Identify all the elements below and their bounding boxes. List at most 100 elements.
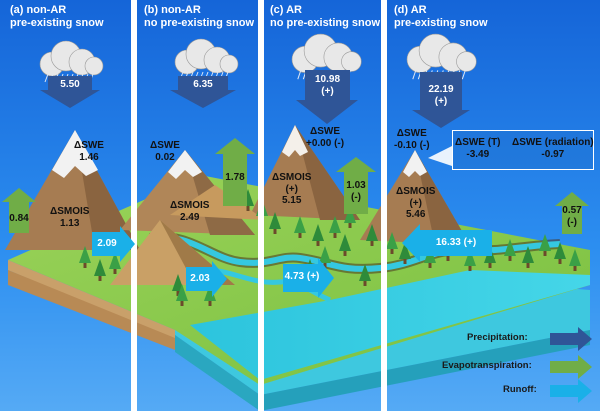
tree [344,206,356,228]
runoff-value-c: 4.73 (+) [284,271,320,282]
et-value-a: 0.84 [9,213,29,224]
panel-a-subtitle: pre-existing snow [10,16,104,29]
et-value-b: 1.78 [225,172,245,183]
swe-b: ΔSWE 0.02 [150,140,180,163]
swe-c: ΔSWE +0.00 (-) [306,126,344,149]
runoff-arrow-b [186,261,227,297]
smois-d-value: 5.46 [405,209,426,220]
smois-c-sign: (+) [285,183,298,195]
tree [399,242,411,264]
panel-c-label: (c) AR [270,4,302,16]
callout-t-value: -3.49 [466,148,490,160]
smois-b: ΔSMOIS 2.49 [170,200,209,223]
smois-b-label: ΔSMOIS [170,200,210,211]
mountain-a [5,130,140,250]
separator-2 [258,0,264,411]
runoff-value-a: 2.09 [97,238,117,249]
smois-d: ΔSMOIS (+) 5.46 [396,186,435,221]
et-arrow-c [336,157,376,214]
panel-d-title: (d) AR pre-existing snow [394,4,488,29]
slab-water-edge [260,330,590,411]
precip-value-c-number: 10.98 [314,74,341,85]
panel-a-title: (a) non-AR pre-existing snow [10,4,104,29]
rain-cloud [291,33,362,80]
precip-value-c-sign: (+) [321,85,334,97]
precip-value-a: 5.50 [60,79,80,90]
tree [569,249,581,271]
et-arrow-d [555,192,589,234]
lake [190,270,590,380]
tree [79,246,91,268]
tree [109,252,121,274]
legend-runoff-label: Runoff: [503,384,537,395]
callout-t: ΔSWE (T) -3.49 [455,137,501,160]
precip-arrow-c [296,70,358,124]
et-arrow-a [2,188,36,233]
et-value-d-sign: (-) [567,216,577,228]
precip-arrow-a [40,76,100,108]
precip-value-d-number: 22.19 [428,84,454,95]
panel-d-label: (d) AR [394,4,427,16]
panel-a-label: (a) non-AR [10,4,67,16]
rain-cloud [39,40,104,83]
swe-a: ΔSWE 1.46 [74,140,104,163]
legend-precip-label: Precipitation: [467,332,528,343]
swe-callout-box [452,130,594,170]
smois-c-label: ΔSMOIS [272,172,312,183]
legend-precip-arrow [550,327,592,351]
precip-value-c: 10.98 (+) [305,74,350,97]
swe-d-value: -0.10 (-) [394,139,430,151]
panel-d-subtitle: pre-existing snow [394,16,488,29]
precip-value-d-sign: (+) [434,95,448,107]
swe-c-value: +0.00 (-) [306,137,345,149]
callout-pointer [428,146,452,166]
panel-b-label: (b) non-AR [144,4,201,16]
legend-runoff-arrow [550,379,592,403]
et-value-c-number: 1.03 [346,180,366,191]
tree [94,259,106,281]
panel-b-subtitle: no pre-existing snow [144,16,255,29]
swe-c-label: ΔSWE [310,126,341,137]
clouds [39,33,477,83]
et-value-d: 0.57 (-) [562,205,582,228]
tree [522,246,534,268]
callout-rad-value: -0.97 [541,148,565,160]
et-value-d-number: 0.57 [562,205,582,216]
slab-water-side [175,335,260,411]
tree [294,216,306,238]
callout-t-label: ΔSWE (T) [455,137,501,148]
et-value-c-sign: (-) [351,191,361,203]
swe-a-value: 1.46 [79,151,99,163]
runoff-arrow-c [283,258,334,298]
tree [464,249,476,271]
precip-value-d: 22.19 (+) [420,84,462,107]
runoff-value-b: 2.03 [190,273,210,284]
runoff-value-d: 16.33 (+) [435,237,477,248]
callout-rad-label: ΔSWE (radiation) [512,137,594,148]
smois-b-value: 2.49 [179,211,200,223]
runoff-arrow-a [92,226,135,262]
tree [339,234,351,256]
smois-d-sign: (+) [409,197,422,209]
swe-b-value: 0.02 [155,151,175,163]
et-value-c: 1.03 (-) [344,180,368,203]
smois-d-label: ΔSMOIS [396,186,436,197]
smois-a-label: ΔSMOIS [50,206,90,217]
legend-et-arrow [550,355,592,379]
tree [204,284,216,306]
tree [504,239,516,261]
legend-et-label: Evapotranspiration: [442,360,532,371]
panel-c-subtitle: no pre-existing snow [270,16,381,29]
mountain-d [360,150,470,245]
tree [312,224,324,246]
precip-arrow-b [170,76,236,108]
tree [172,274,184,296]
et-arrow-b [215,138,255,206]
callout-rad: ΔSWE (radiation) -0.97 [512,137,594,160]
smois-a-value: 1.13 [59,217,80,229]
swe-b-label: ΔSWE [150,140,180,151]
tree [386,232,398,254]
tree [176,284,188,306]
